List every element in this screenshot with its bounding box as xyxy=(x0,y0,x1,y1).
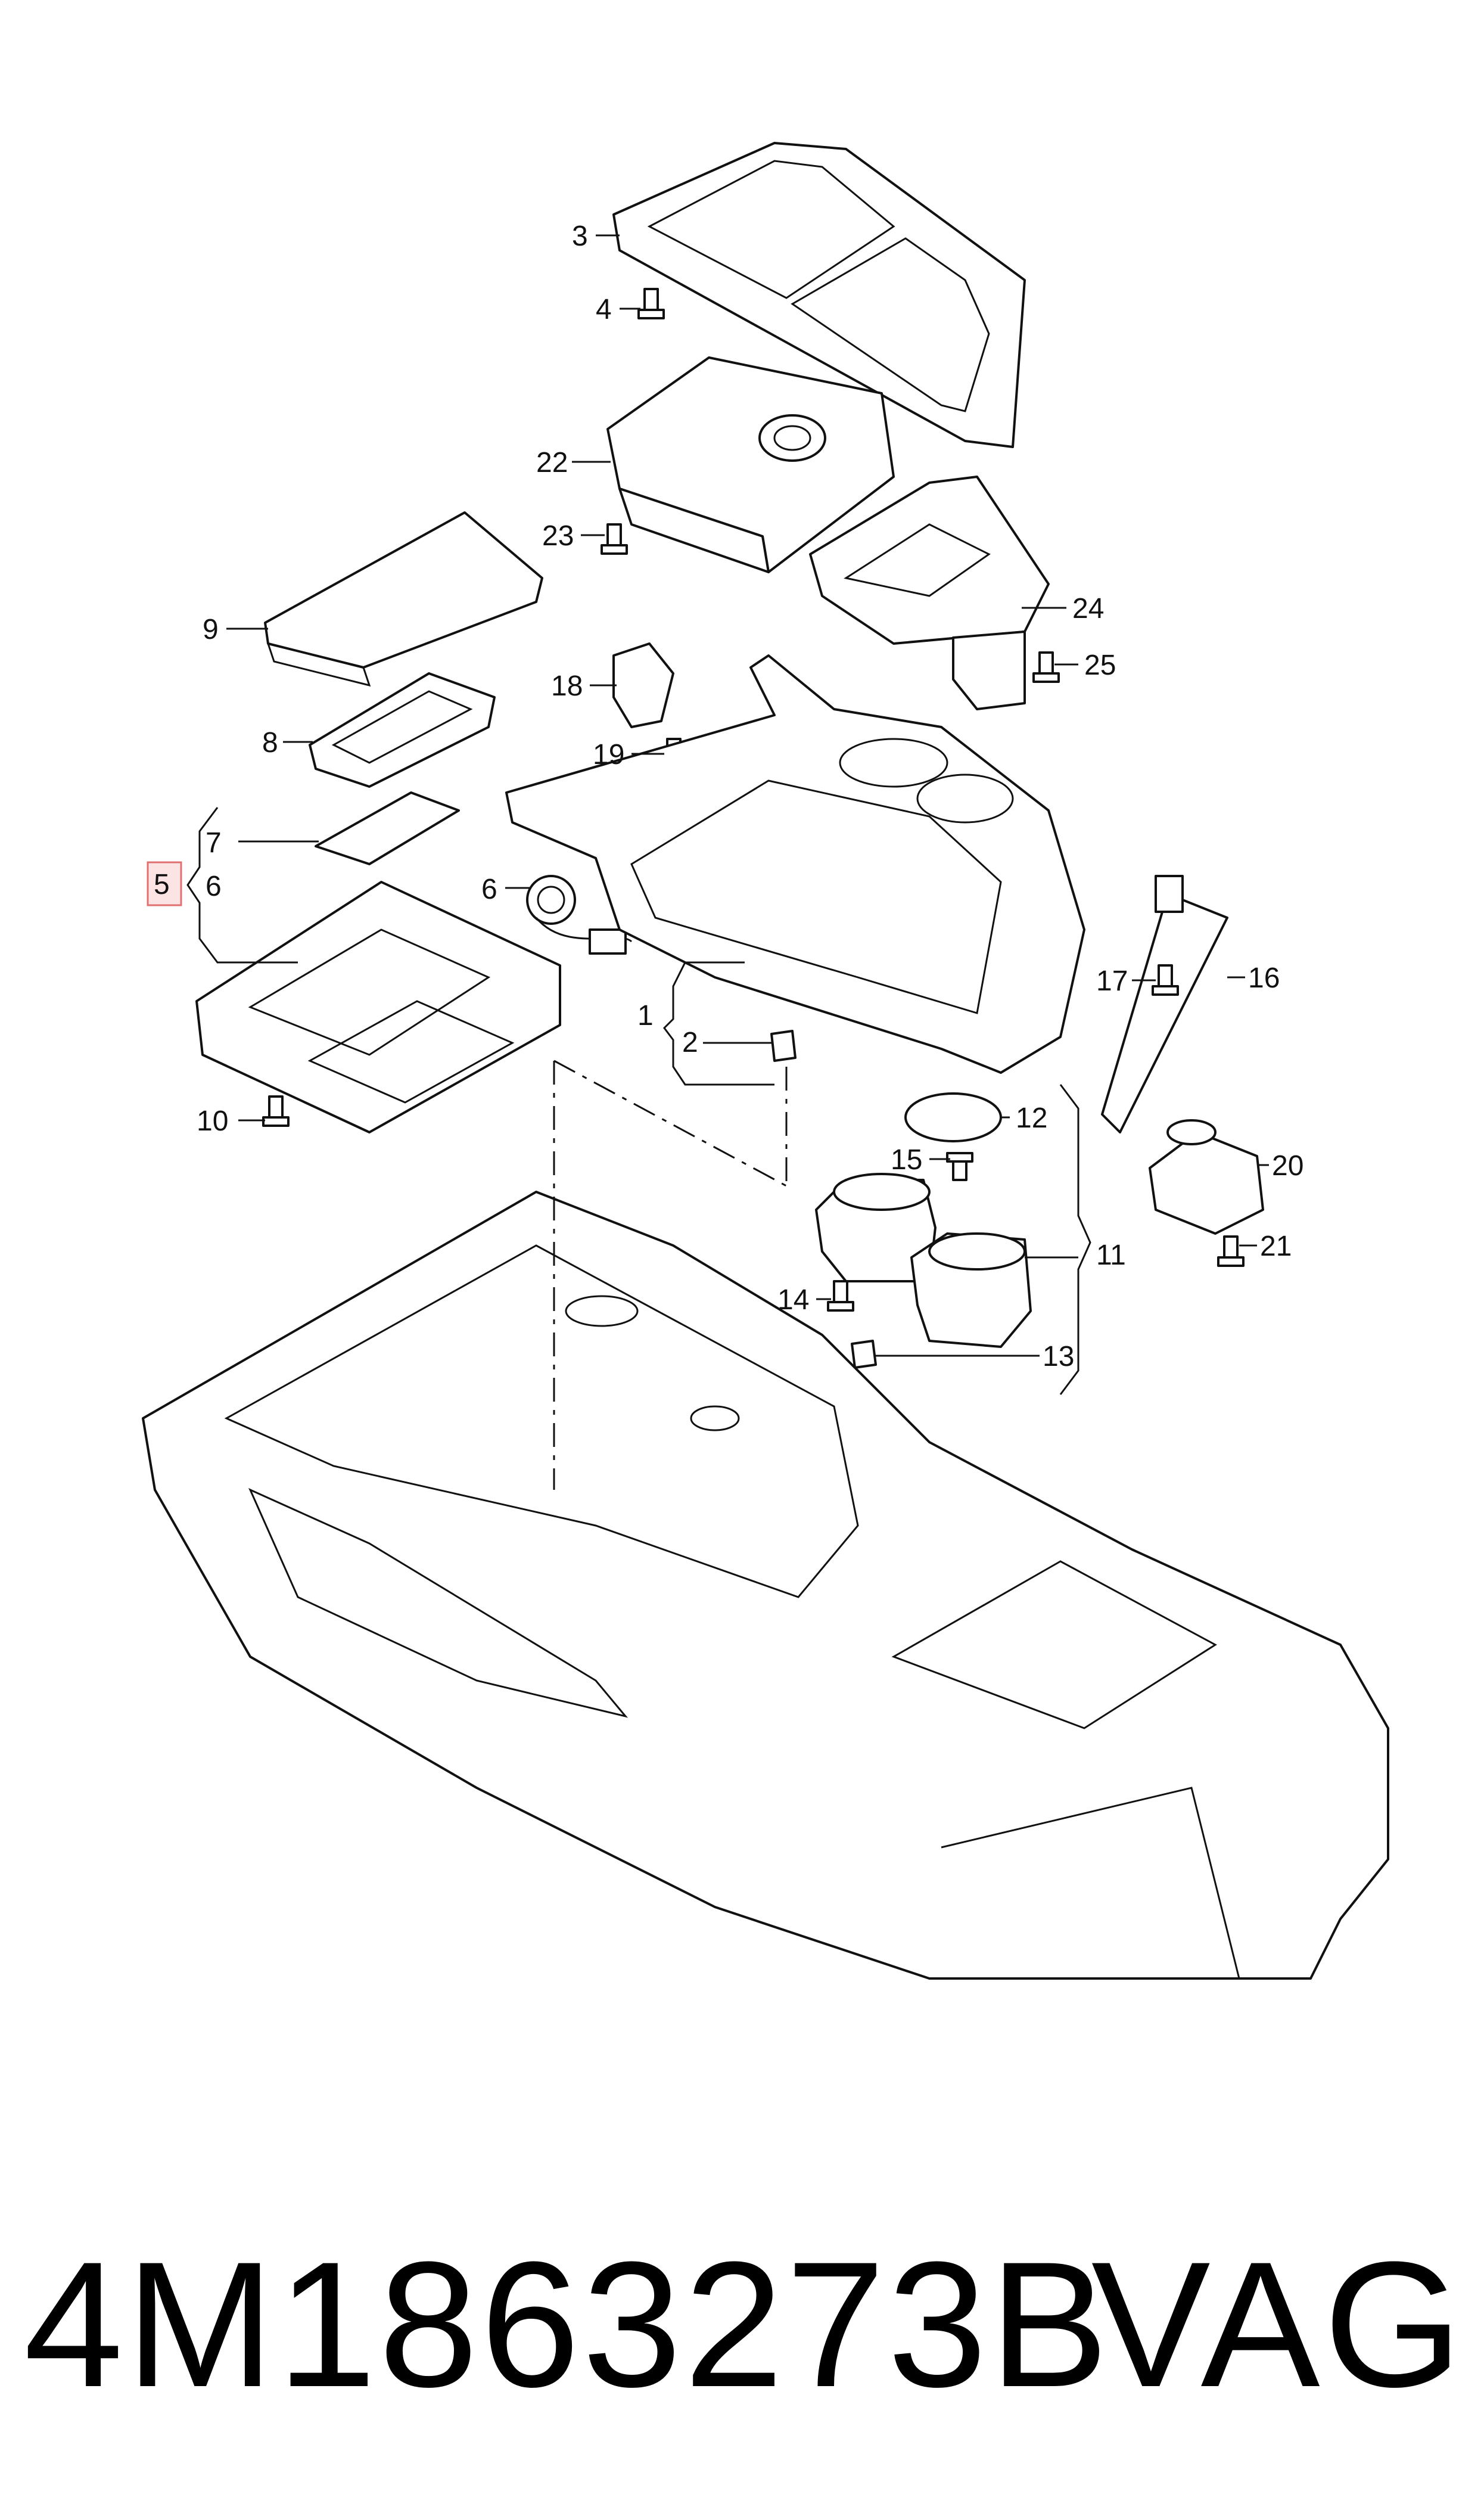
callout-14: 14 xyxy=(777,1284,809,1316)
part-20-switch xyxy=(1149,1119,1264,1235)
callout-11: 11 xyxy=(1096,1240,1126,1271)
part-1-console-frame xyxy=(505,654,1085,1074)
part-8-tray xyxy=(309,672,496,788)
screw-4 xyxy=(637,288,665,319)
callout-10: 10 xyxy=(197,1105,228,1137)
part-22-control-module xyxy=(606,356,895,573)
part-24-selector-unit xyxy=(809,476,1050,710)
callout-7: 7 xyxy=(206,827,222,859)
part-12-cup-insert xyxy=(904,1092,1002,1142)
callout-1: 1 xyxy=(637,1000,654,1032)
callout-25: 25 xyxy=(1084,650,1116,681)
callout-8: 8 xyxy=(262,727,278,759)
callout-4: 4 xyxy=(596,294,612,325)
callout-6-connector: 6 xyxy=(481,874,497,905)
leader-lines xyxy=(186,234,1269,1490)
part-6-storage-module xyxy=(195,881,561,1133)
callout-18: 18 xyxy=(551,670,583,702)
callout-13: 13 xyxy=(1043,1341,1074,1372)
screw-14 xyxy=(827,1280,854,1312)
part-16-trim-strip xyxy=(1101,875,1228,1133)
callout-labels: 1 2 3 4 5 6 6 7 8 9 10 11 12 13 14 15 16… xyxy=(154,220,1303,1372)
console-body xyxy=(142,1191,1389,1980)
screw-15 xyxy=(946,1152,973,1181)
callout-5: 5 xyxy=(154,869,170,900)
part-18-bracket xyxy=(612,642,674,728)
part-9-lid xyxy=(264,511,543,687)
screw-21 xyxy=(1217,1235,1245,1267)
callout-9: 9 xyxy=(203,614,219,645)
callout-19: 19 xyxy=(593,739,624,771)
callout-21: 21 xyxy=(1260,1231,1292,1262)
screw-10 xyxy=(262,1095,290,1127)
clip-2 xyxy=(770,1030,797,1062)
screw-23 xyxy=(601,523,628,555)
part-3-trim-frame xyxy=(612,142,1026,448)
callout-20: 20 xyxy=(1272,1150,1303,1182)
part-number: 4M1863273B xyxy=(24,2224,1111,2424)
callout-22: 22 xyxy=(536,447,568,479)
brand-name: VAG xyxy=(1091,2224,1466,2424)
callout-3: 3 xyxy=(572,220,588,252)
screw-17 xyxy=(1152,964,1179,996)
callout-2: 2 xyxy=(682,1027,698,1058)
part-6-connector xyxy=(526,875,633,955)
part-7-mat xyxy=(315,791,460,865)
exploded-parts-diagram: 1 2 3 4 5 6 6 7 8 9 10 11 12 13 14 15 16… xyxy=(142,142,1389,1980)
screw-25 xyxy=(1032,651,1060,683)
footer: 4M1863273B VAG xyxy=(0,2205,1484,2455)
callout-5-highlight xyxy=(147,861,182,906)
callout-17: 17 xyxy=(1096,965,1128,997)
callout-24: 24 xyxy=(1072,593,1104,625)
callout-12: 12 xyxy=(1016,1102,1047,1134)
part-11-cup-holder xyxy=(815,1173,1032,1348)
clip-13 xyxy=(851,1340,877,1369)
callout-23: 23 xyxy=(542,520,574,552)
callout-15: 15 xyxy=(891,1144,922,1176)
callout-6-bracket: 6 xyxy=(206,871,222,902)
callout-16: 16 xyxy=(1248,962,1280,994)
